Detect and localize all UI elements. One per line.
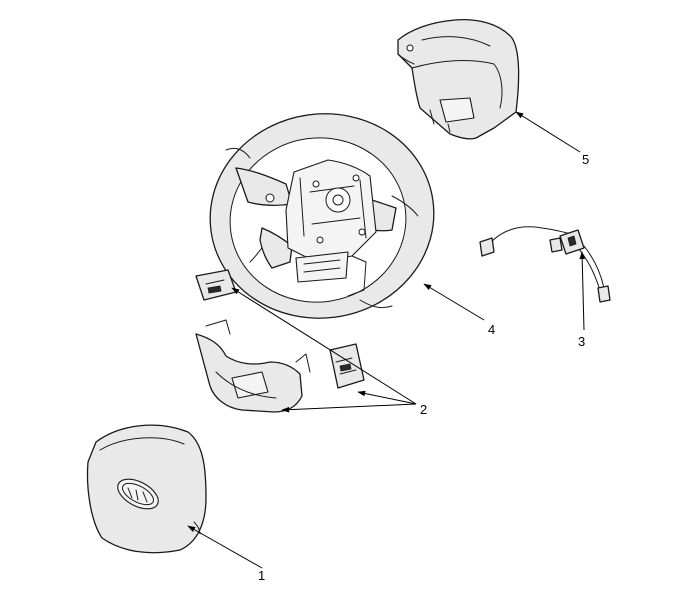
callout-1: 1 [258, 568, 265, 583]
leader-3 [579, 251, 585, 331]
callouts: 1 2 3 4 5 [258, 152, 589, 583]
leader-4 [423, 283, 485, 321]
leader-lines [187, 111, 585, 569]
leader-2a [231, 287, 417, 405]
callout-3: 3 [578, 334, 585, 349]
leader-2b [281, 403, 417, 413]
callout-5: 5 [582, 152, 589, 167]
leader-2c [357, 390, 417, 405]
part-1-airbag-module [86, 424, 207, 554]
part-5-lower-cover [397, 18, 520, 140]
leader-1 [187, 525, 263, 569]
callout-2: 2 [420, 402, 427, 417]
part-4-steering-wheel [209, 113, 435, 319]
part-3-wiring-harness [479, 226, 611, 303]
leader-5 [515, 111, 581, 153]
callout-4: 4 [488, 322, 495, 337]
